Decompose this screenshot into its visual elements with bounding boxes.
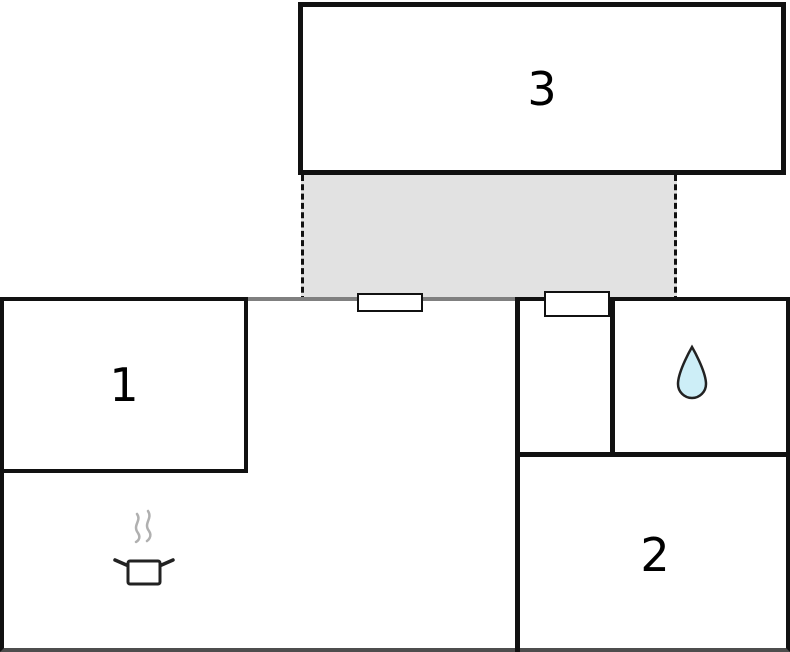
window [357,293,423,312]
water-drop-icon [672,344,712,404]
interior-wall-vertical-main [515,297,520,652]
room-2-label: 2 [640,527,670,582]
door [544,291,610,317]
room-2: 2 [520,457,790,652]
room-1: 1 [0,297,248,473]
interior-wall-horizontal [515,452,790,457]
interior-wall-vertical-bathroom [610,297,615,457]
room-3-label: 3 [527,61,557,116]
terrace-area [301,175,677,302]
steam-pot-icon [102,508,186,592]
room-3: 3 [298,2,786,175]
room-1-label: 1 [109,358,139,412]
